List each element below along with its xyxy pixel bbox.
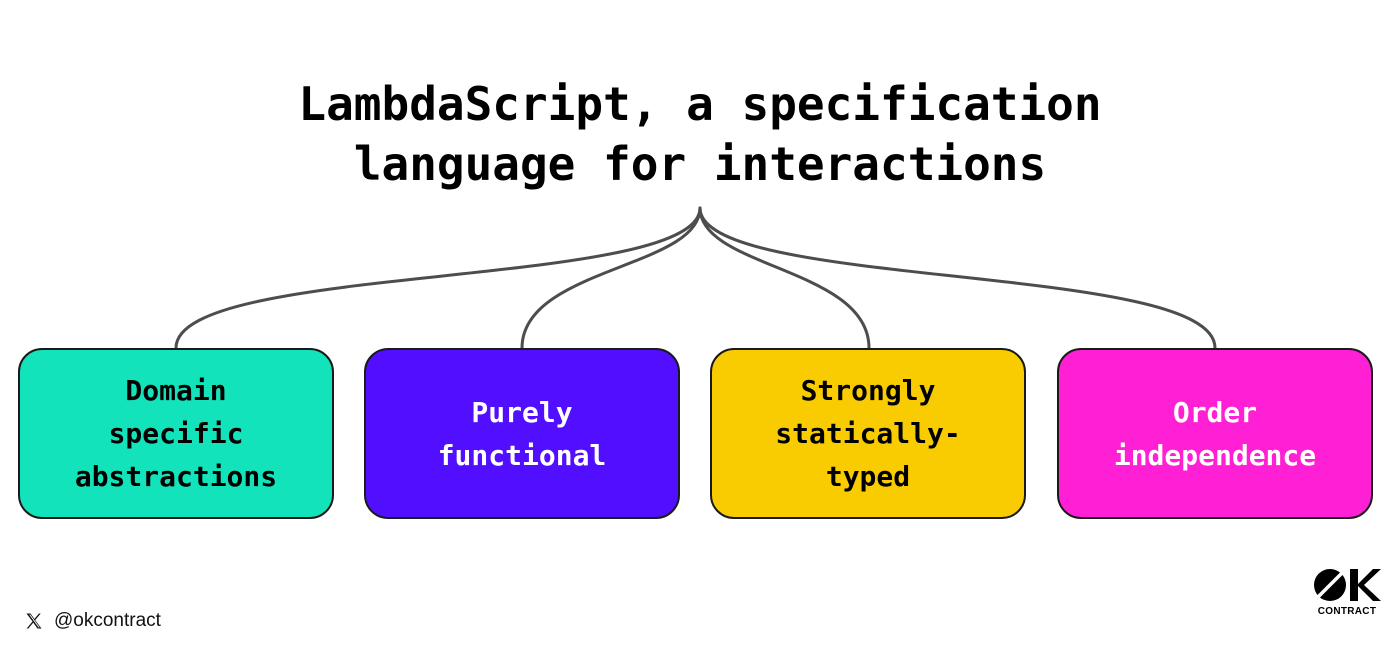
feature-line: statically-	[775, 417, 961, 450]
feature-line: specific	[108, 417, 244, 450]
feature-line: Order	[1172, 395, 1258, 429]
feature-box-strongly-typed: Strongly statically- typed	[710, 348, 1026, 519]
connector-to-order-independence	[698, 206, 1217, 350]
connector-to-strongly-typed	[698, 206, 871, 350]
diagram-title: LambdaScript, a specification language f…	[200, 74, 1200, 194]
feature-line: typed	[825, 460, 911, 493]
brand-wordmark: CONTRACT	[1317, 606, 1377, 617]
feature-line: functional	[437, 438, 607, 472]
connector-to-purely-functional	[520, 206, 702, 350]
feature-box-order-independence: Order independence	[1057, 348, 1373, 519]
social-handle-text: @okcontract	[54, 610, 161, 631]
feature-box-purely-functional: Purely functional	[364, 348, 680, 519]
okcontract-logo-icon	[1314, 569, 1381, 601]
social-handle[interactable]: @okcontract	[24, 610, 161, 632]
feature-box-domain-specific: Domain specific abstractions	[18, 348, 334, 519]
title-line-2: language for interactions	[353, 137, 1047, 191]
feature-line: Domain	[125, 374, 227, 407]
feature-line: independence	[1113, 438, 1317, 472]
title-line-1: LambdaScript, a specification	[298, 77, 1102, 131]
x-logo-icon	[26, 613, 42, 629]
connector-to-domain-specific	[174, 206, 702, 350]
feature-line: abstractions	[74, 460, 278, 493]
feature-line: Strongly	[800, 374, 936, 407]
feature-line: Purely	[471, 395, 573, 429]
